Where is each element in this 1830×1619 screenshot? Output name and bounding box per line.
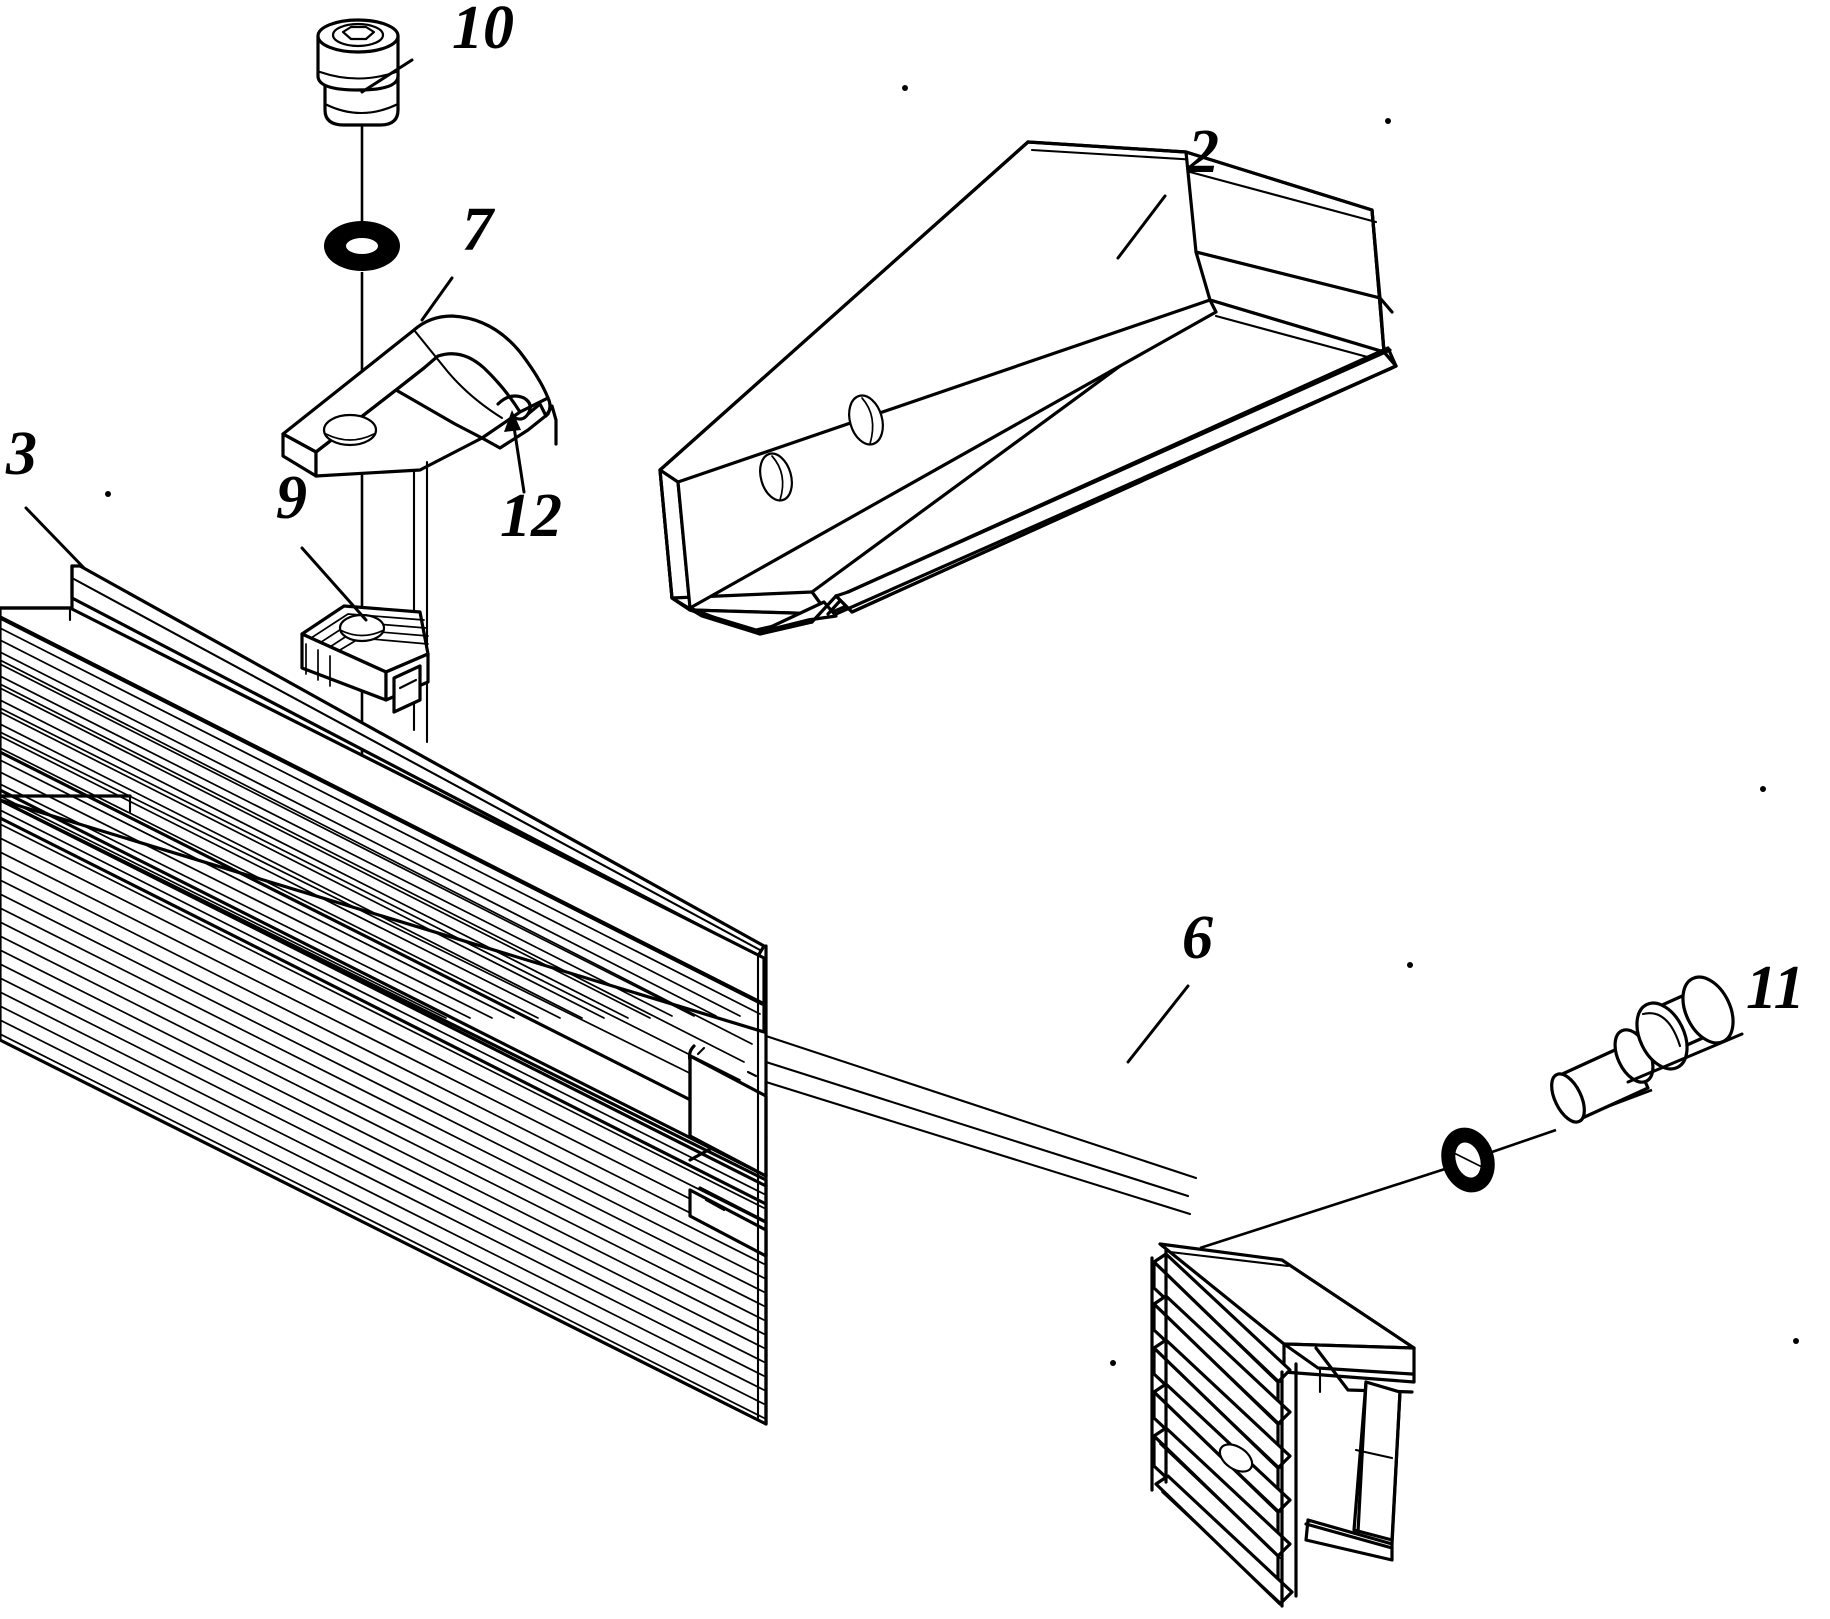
- reference-numeral-layer: 10 2 7 12 3 9 6 11: [5, 0, 1805, 1022]
- clamp-bracket: [281, 314, 558, 744]
- reference-numeral-10: 10: [452, 0, 514, 62]
- socket-head-cap-screw-lower: [1550, 975, 1735, 1124]
- stray-specks: [105, 85, 1799, 1366]
- reference-numeral-9: 9: [276, 464, 307, 532]
- reference-numeral-11: 11: [1746, 954, 1805, 1022]
- reference-numeral-3: 3: [5, 420, 37, 488]
- reference-numeral-2: 2: [1187, 118, 1219, 186]
- reference-numeral-12: 12: [500, 482, 562, 550]
- washer-upper: [324, 221, 400, 271]
- extruded-module-frame-profile: [0, 564, 1198, 1426]
- end-clamp-finned-block: [1150, 1242, 1416, 1608]
- socket-head-cap-screw-upper: [316, 18, 400, 127]
- channel-t-nut: [300, 604, 430, 714]
- leader-lines: [24, 58, 1744, 1084]
- profile-hatching-lower: [0, 809, 765, 1419]
- washer-lower: [1441, 1127, 1495, 1193]
- sheet-metal-trapezoidal-rail: [658, 140, 1398, 636]
- reference-numeral-7: 7: [462, 196, 496, 264]
- reference-numeral-6: 6: [1182, 904, 1213, 972]
- profile-hatching-upper: [0, 615, 763, 1097]
